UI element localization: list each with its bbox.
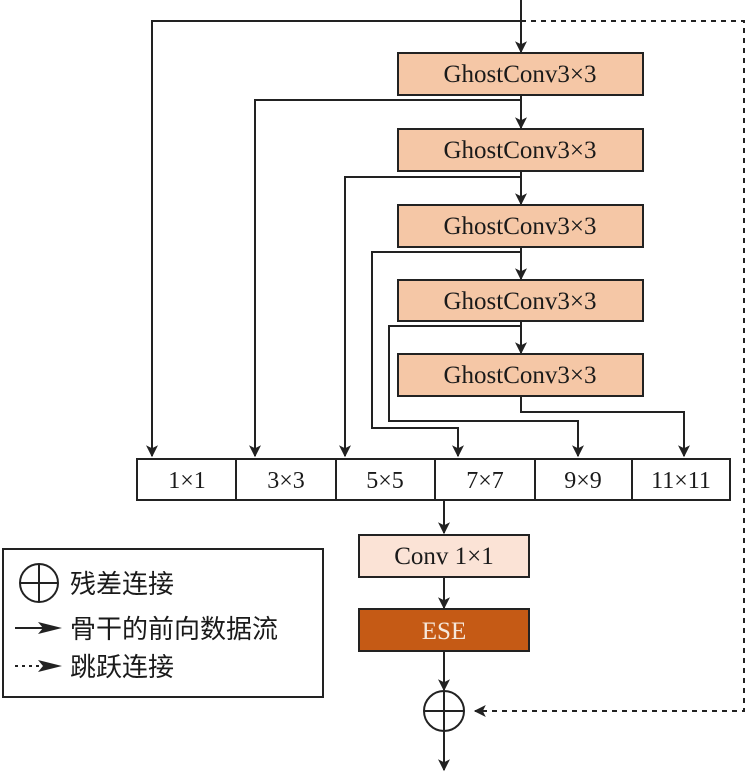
skip-connection xyxy=(473,20,745,717)
ghostconv-label: GhostConv3×3 xyxy=(443,362,596,389)
legend-label-skip: 跳跃连接 xyxy=(70,653,174,683)
kernel-cell-3x3: 3×3 xyxy=(267,468,305,494)
kernel-concat-row: 1×1 3×3 5×5 7×7 9×9 11×11 xyxy=(136,458,731,501)
kernel-cell-5x5: 5×5 xyxy=(366,468,404,494)
ghostconv-block-5: GhostConv3×3 xyxy=(397,353,644,397)
ghostconv-label: GhostConv3×3 xyxy=(443,61,596,88)
ghostconv-block-4: GhostConv3×3 xyxy=(397,279,644,322)
residual-add-icon xyxy=(423,690,465,732)
conv1x1-block: Conv 1×1 xyxy=(358,534,530,578)
branch-to-9x9 xyxy=(388,325,584,458)
kernel-cell-11x11: 11×11 xyxy=(651,468,711,494)
ese-block: ESE xyxy=(358,608,530,652)
branch-to-7x7 xyxy=(371,251,521,458)
solid-arrow-icon xyxy=(15,622,62,634)
kernel-cell-9x9: 9×9 xyxy=(564,468,602,494)
ghostconv-label: GhostConv3×3 xyxy=(443,213,596,240)
ghostconv-block-1: GhostConv3×3 xyxy=(397,52,644,96)
legend: 残差连接 骨干的前向数据流 跳跃连接 xyxy=(2,548,324,698)
branch-to-1x1 xyxy=(146,20,521,458)
branch-to-11x11 xyxy=(520,397,690,458)
legend-label-residual: 残差连接 xyxy=(70,570,174,600)
ghostconv-block-3: GhostConv3×3 xyxy=(397,204,644,248)
ghostconv-label: GhostConv3×3 xyxy=(443,288,596,315)
ghostconv-block-2: GhostConv3×3 xyxy=(397,128,644,172)
dashed-arrow-icon xyxy=(15,660,62,672)
ghostconv-label: GhostConv3×3 xyxy=(443,137,596,164)
conv1x1-label: Conv 1×1 xyxy=(394,543,494,570)
legend-label-backbone-flow: 骨干的前向数据流 xyxy=(70,615,278,645)
circle-plus-icon xyxy=(19,563,59,603)
ese-label: ESE xyxy=(422,618,466,645)
kernel-cell-7x7: 7×7 xyxy=(466,468,504,494)
branch-to-3x3 xyxy=(249,99,521,458)
kernel-cell-1x1: 1×1 xyxy=(168,468,206,494)
branch-to-5x5 xyxy=(339,176,521,458)
